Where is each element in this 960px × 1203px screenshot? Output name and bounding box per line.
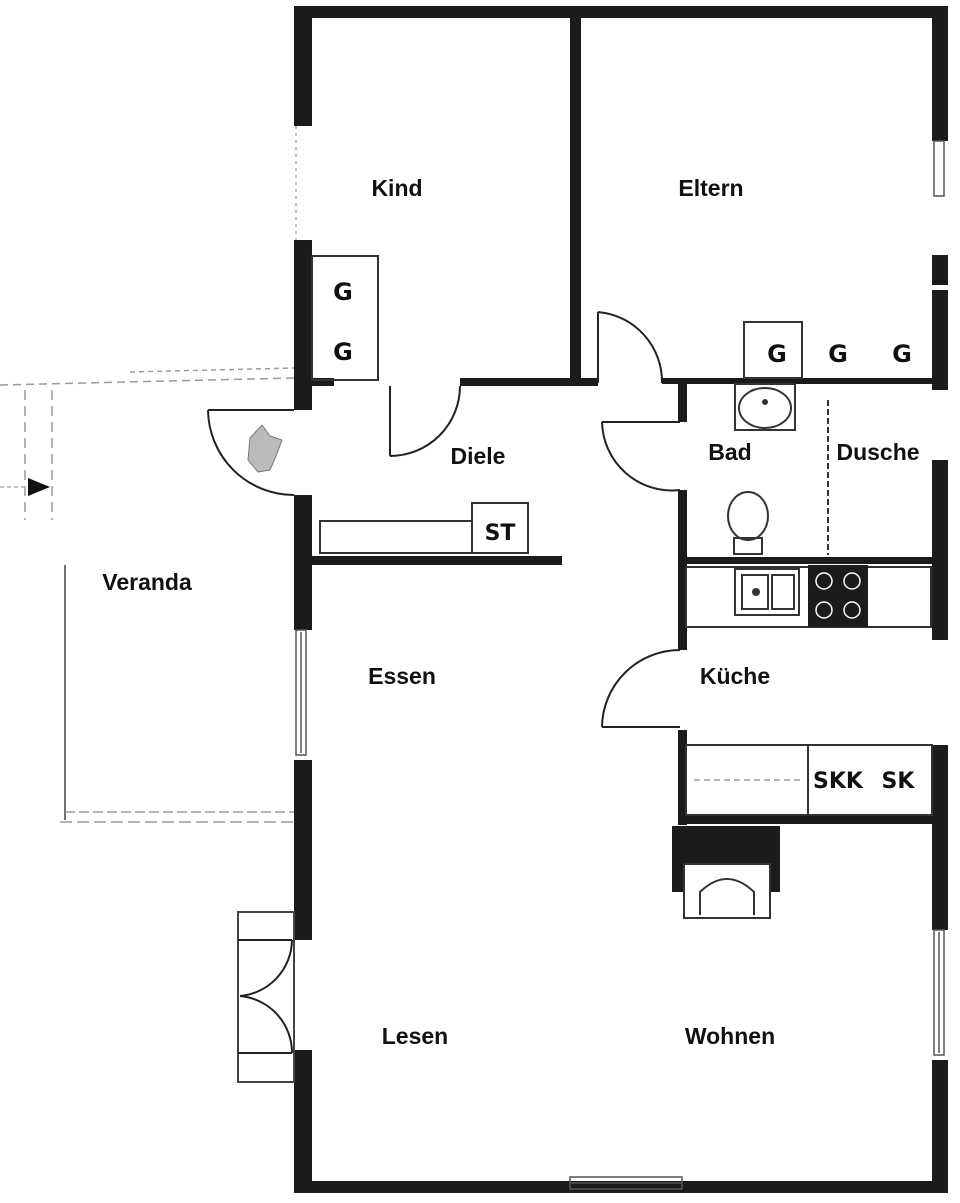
window-eltern [933, 140, 945, 197]
kitchen-sink-icon [734, 568, 800, 616]
outer-walls [294, 6, 948, 1193]
room-label-kueche: Küche [700, 663, 770, 689]
entrance-arrow-icon [0, 478, 50, 496]
wardrobe-eltern-label-2: G [828, 340, 848, 368]
room-label-bad: Bad [708, 439, 751, 465]
wardrobe-eltern-label-3: G [892, 340, 912, 368]
wardrobe-kind-label-1: G [333, 278, 353, 306]
room-label-lesen: Lesen [382, 1023, 448, 1049]
sink-icon [734, 383, 796, 431]
interior-walls [312, 18, 932, 825]
wardrobe-kind-label-2: G [333, 338, 353, 366]
room-label-essen: Essen [368, 663, 436, 689]
room-label-dusche: Dusche [836, 439, 919, 465]
wardrobe-eltern: G G G [743, 321, 912, 379]
cabinet-labels: SKK SK [694, 769, 915, 794]
room-label-kind: Kind [371, 175, 422, 201]
door-swings [207, 311, 681, 1083]
window-essen [295, 629, 307, 756]
room-labels: Kind Eltern Diele Bad Dusche Veranda Ess… [102, 175, 919, 1049]
storage-unit: ST [319, 502, 529, 554]
cabinet-label-skk: SKK [813, 769, 864, 794]
stove-icon [808, 565, 868, 627]
room-label-diele: Diele [451, 443, 506, 469]
fireplace-icon [672, 826, 780, 919]
veranda-outline [0, 367, 295, 823]
cabinet-label-sk: SK [882, 769, 916, 794]
window-wohnen [933, 929, 945, 1056]
windows [295, 126, 945, 1190]
wardrobe-eltern-label-1: G [767, 340, 787, 368]
door-terrace [237, 911, 295, 1083]
room-label-wohnen: Wohnen [685, 1023, 775, 1049]
entrance-mat-icon [247, 424, 283, 473]
toilet-icon [727, 491, 769, 555]
storage-label: ST [485, 521, 516, 546]
wardrobe-kind: G G [311, 255, 379, 381]
room-label-eltern: Eltern [678, 175, 743, 201]
room-label-veranda: Veranda [102, 569, 192, 595]
